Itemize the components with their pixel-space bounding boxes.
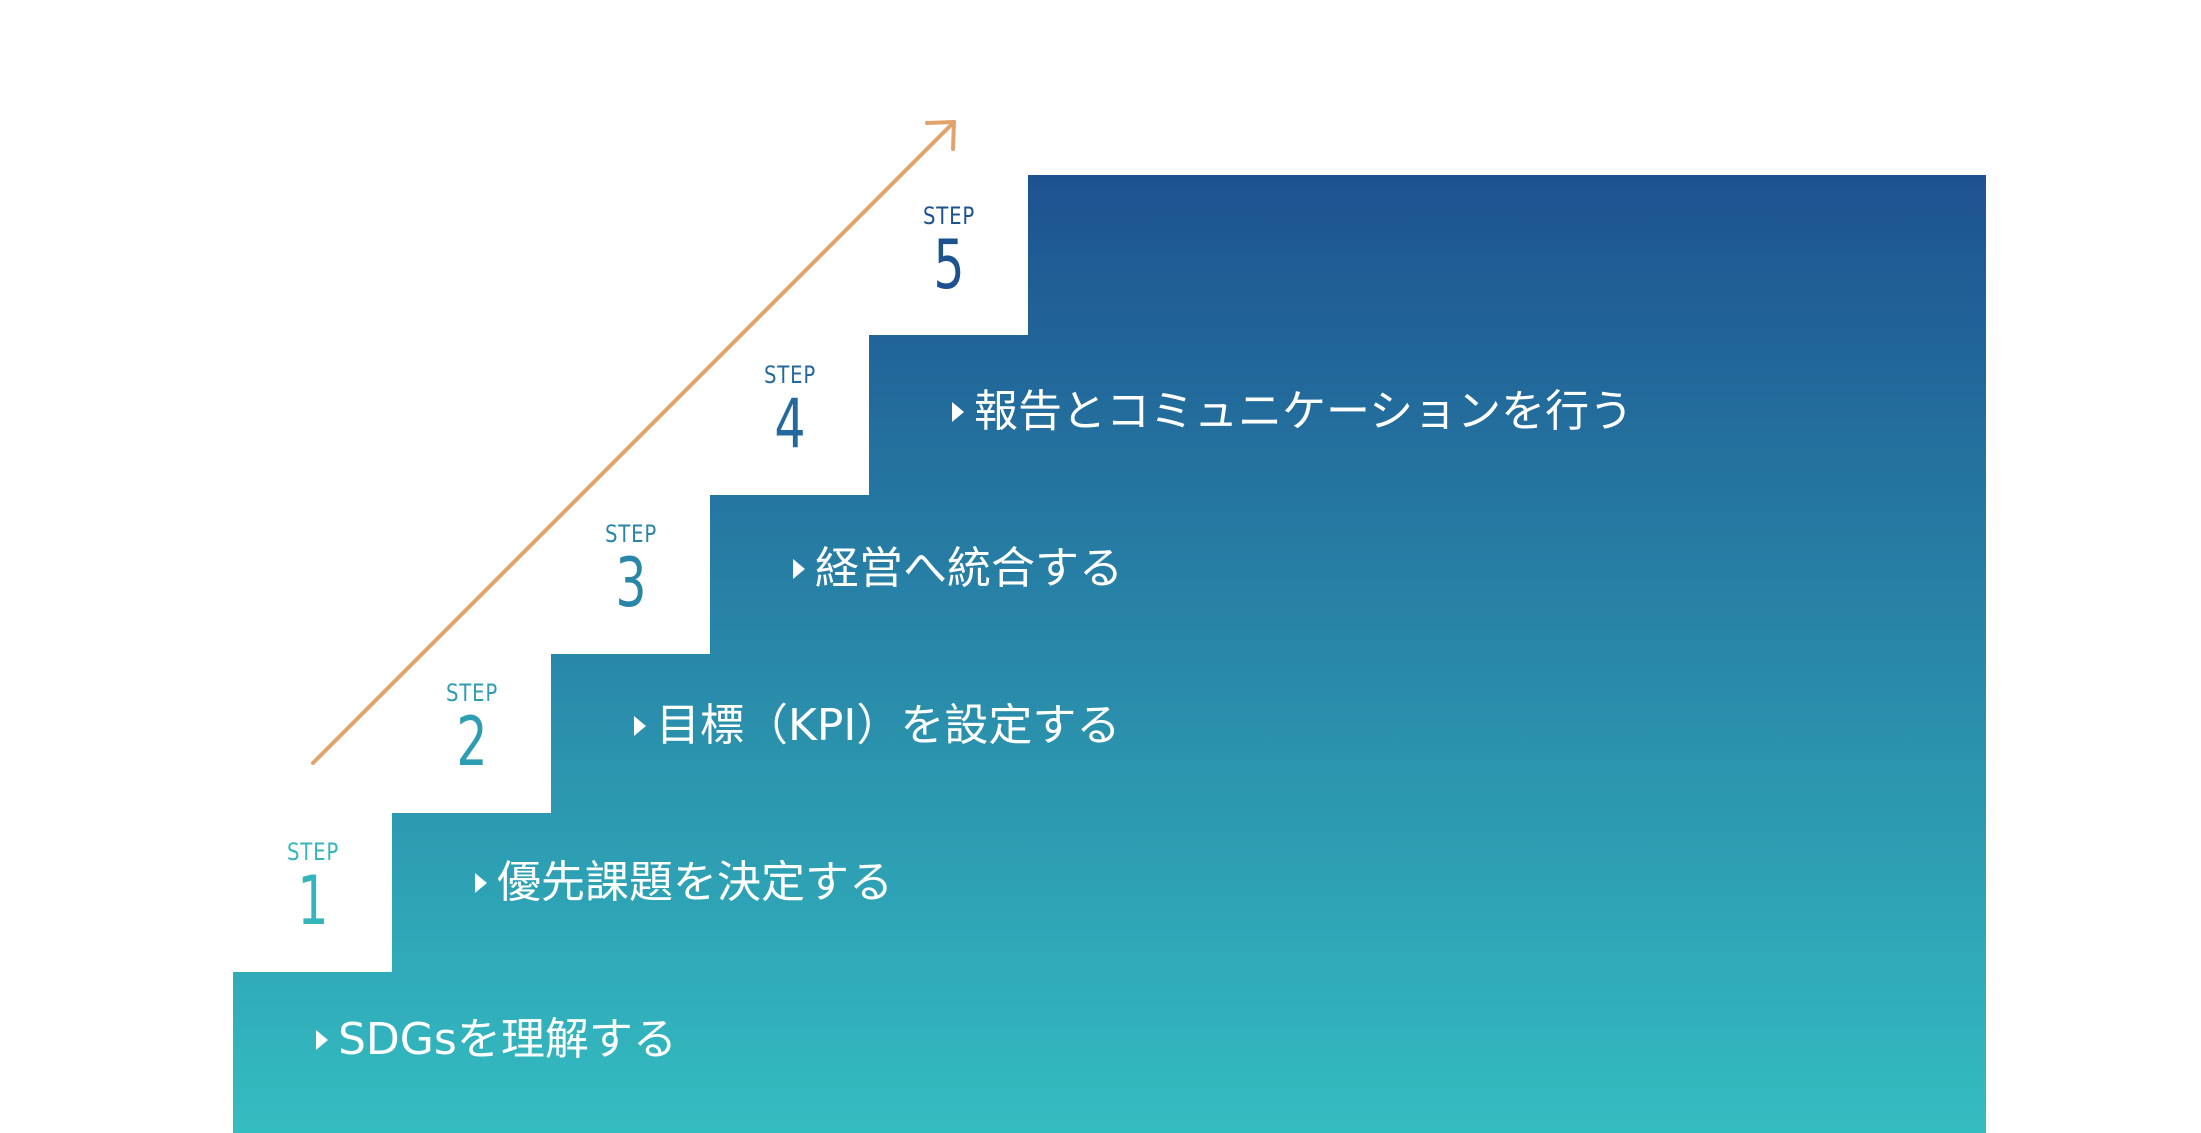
step-4-text: 経営へ統合する	[793, 541, 1123, 597]
step-2-description: 優先課題を決定する	[497, 857, 893, 908]
step-1-label: STEP	[286, 838, 340, 866]
triangle-bullet-icon	[634, 716, 646, 736]
step-2-marker: STEP 2	[412, 679, 532, 779]
step-5-number: 5	[933, 226, 965, 305]
step-4-marker: STEP 4	[730, 361, 850, 461]
step-5-label: STEP	[922, 202, 976, 230]
step-5-marker: STEP 5	[889, 202, 1009, 302]
step-3-label: STEP	[604, 520, 658, 548]
step-4-description: 経営へ統合する	[815, 543, 1123, 594]
step-5-description: 報告とコミュニケーションを行う	[974, 386, 1634, 437]
triangle-bullet-icon	[952, 402, 964, 422]
step-3-description: 目標（KPI）を設定する	[656, 700, 1121, 751]
arrow-head	[925, 120, 956, 151]
step-1-text: SDGsを理解する	[316, 1012, 677, 1068]
staircase	[233, 175, 1986, 1133]
step-3-number: 3	[615, 544, 647, 623]
triangle-bullet-icon	[316, 1030, 328, 1050]
step-2-label: STEP	[445, 679, 499, 707]
step-1-number: 1	[297, 862, 329, 941]
step-4-number: 4	[774, 385, 806, 464]
step-3-marker: STEP 3	[571, 520, 691, 620]
step-2-number: 2	[456, 703, 488, 782]
step-5-text: 報告とコミュニケーションを行う	[952, 384, 1633, 440]
step-2-text: 優先課題を決定する	[475, 855, 893, 911]
step-3-text: 目標（KPI）を設定する	[634, 698, 1120, 754]
step-1-marker: STEP 1	[253, 838, 373, 938]
step-4-label: STEP	[763, 361, 817, 389]
triangle-bullet-icon	[793, 559, 805, 579]
triangle-bullet-icon	[475, 873, 487, 893]
step-1-description: SDGsを理解する	[338, 1014, 677, 1065]
